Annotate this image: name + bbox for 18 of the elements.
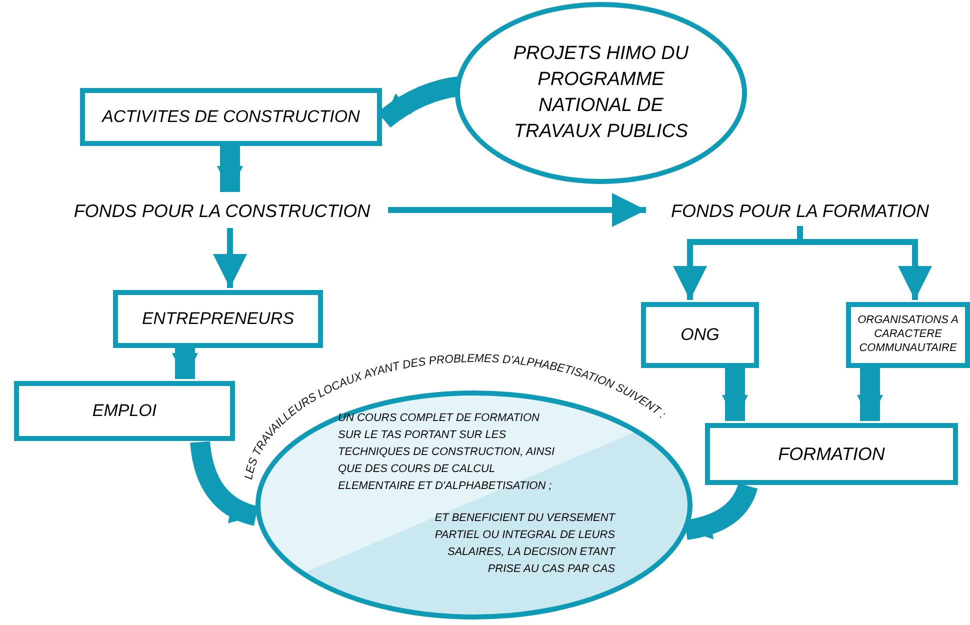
process-box: ORGANISATIONS A CARACTERE COMMUNAUTAIRE	[846, 302, 970, 368]
arrow	[172, 348, 198, 379]
arrow	[388, 193, 646, 227]
flow-label: FONDS POUR LA CONSTRUCTION	[62, 194, 382, 228]
arrow	[722, 368, 748, 421]
arrow	[684, 482, 758, 540]
arrow	[217, 146, 243, 192]
arrow	[213, 228, 247, 288]
process-box: ACTIVITES DE CONSTRUCTION	[80, 88, 382, 146]
flow-label: FONDS POUR LA FORMATION	[652, 194, 948, 228]
process-box: ENTREPRENEURS	[113, 290, 323, 348]
body-text: ET BENEFICIENT DU VERSEMENT PARTIEL OU INTEGRAL DE LEURS SALAIRES, LA DECISION ETANT PRISE AU CAS PAR CAS	[434, 511, 615, 577]
arrow	[190, 440, 259, 526]
process-box: ONG	[641, 302, 759, 368]
process-box: EMPLOI	[14, 381, 235, 441]
arrow	[857, 368, 883, 421]
process-box: FORMATION	[705, 423, 958, 485]
project-ellipse: PROJETS HIMO DU PROGRAMME NATIONAL DE TRAVAUX PUBLICS	[455, 2, 747, 184]
